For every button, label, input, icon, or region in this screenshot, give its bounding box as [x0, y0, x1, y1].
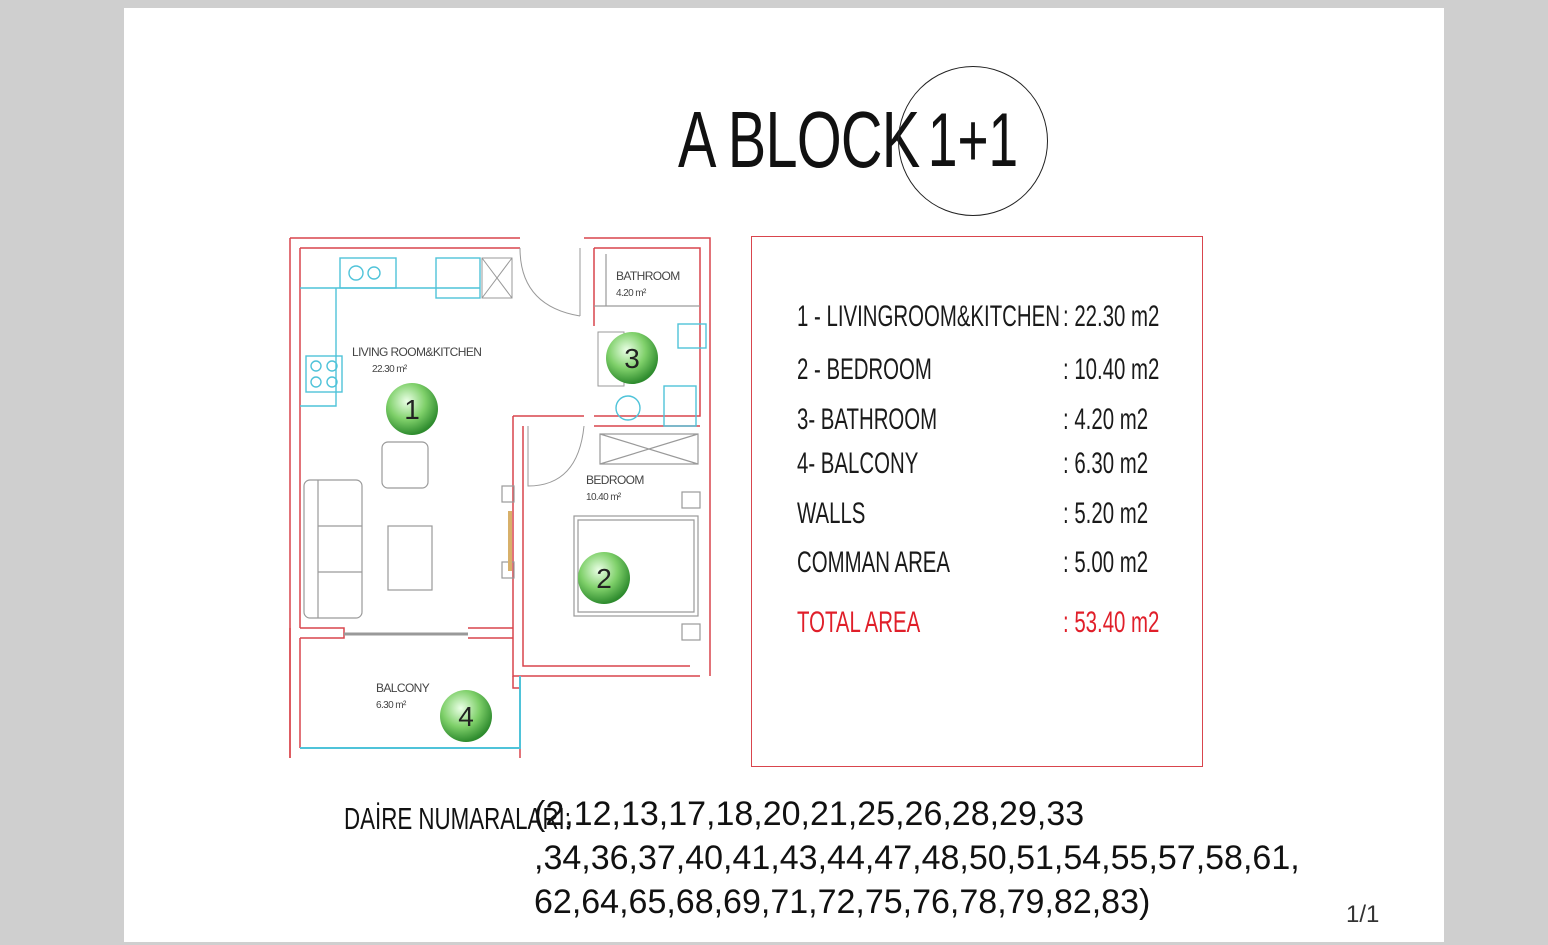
room-badge-3 — [606, 332, 658, 384]
bed-icon — [573, 515, 699, 617]
area-row: 2 - BEDROOM : 10.40 m2 — [797, 353, 1160, 386]
svg-text:3: 3 — [624, 343, 640, 374]
area-row: 4- BALCONY : 6.30 m2 — [797, 447, 1149, 480]
room-area-balcony: 6.30 m² — [376, 700, 407, 711]
balcony-glass — [300, 676, 521, 749]
room-name-bed: BEDROOM — [586, 473, 644, 487]
total-area-row: TOTAL AREA : 53.40 m2 — [797, 606, 1160, 639]
sofa-icon — [303, 479, 363, 619]
floor-plan: LIVING ROOM&KITCHEN 22.30 m² BATHROOM 4.… — [289, 237, 711, 758]
room-area-living: 22.30 m² — [372, 364, 408, 375]
svg-text:2: 2 — [596, 563, 612, 594]
room-name-balcony: BALCONY — [376, 681, 430, 695]
unit-numbers-label: DAİRE NUMARALARI: — [344, 801, 571, 836]
bedroom-door — [527, 425, 585, 487]
wall-bedroom — [512, 415, 700, 677]
block-title: A BLOCK — [678, 95, 920, 184]
entrance-door — [519, 247, 581, 317]
unit-numbers-line: (2,12,13,17,18,20,21,25,26,28,29,33 — [534, 795, 1085, 833]
svg-text:1: 1 — [404, 394, 420, 425]
unit-type-label: 1+1 — [927, 98, 1019, 183]
room-area-bath: 4.20 m² — [616, 288, 647, 299]
unit-type-circle: 1+1 — [898, 66, 1048, 216]
room-name-bath: BATHROOM — [616, 269, 680, 283]
room-name-living: LIVING ROOM&KITCHEN — [352, 345, 481, 359]
area-schedule: 1 - LIVINGROOM&KITCHEN : 22.30 m2 2 - BE… — [751, 236, 1203, 767]
svg-text:4: 4 — [458, 701, 474, 732]
room-badge-4 — [440, 690, 492, 742]
room-area-bed: 10.40 m² — [586, 492, 622, 503]
document-page: A BLOCK 1+1 — [124, 8, 1444, 942]
wall-bath-top — [584, 237, 711, 676]
wall-balcony — [512, 676, 521, 758]
unit-numbers-line: 62,64,65,68,69,71,72,75,76,78,79,82,83) — [534, 883, 1151, 921]
room-badge-1 — [386, 383, 438, 435]
area-row: COMMAN AREA : 5.00 m2 — [797, 546, 1149, 579]
area-row: 3- BATHROOM : 4.20 m2 — [797, 403, 1149, 436]
coffee-table — [387, 525, 433, 591]
area-row: WALLS : 5.20 m2 — [797, 497, 1149, 530]
armchair-icon — [381, 441, 429, 489]
stove-icon — [305, 355, 343, 393]
area-row: 1 - LIVINGROOM&KITCHEN : 22.30 m2 — [797, 300, 1160, 333]
page-number: 1/1 — [1346, 901, 1380, 928]
unit-numbers-line: ,34,36,37,40,41,43,44,47,48,50,51,54,55,… — [534, 839, 1300, 877]
toilet-icon — [615, 395, 641, 421]
room-badge-2 — [578, 552, 630, 604]
wall-outer — [289, 237, 520, 758]
